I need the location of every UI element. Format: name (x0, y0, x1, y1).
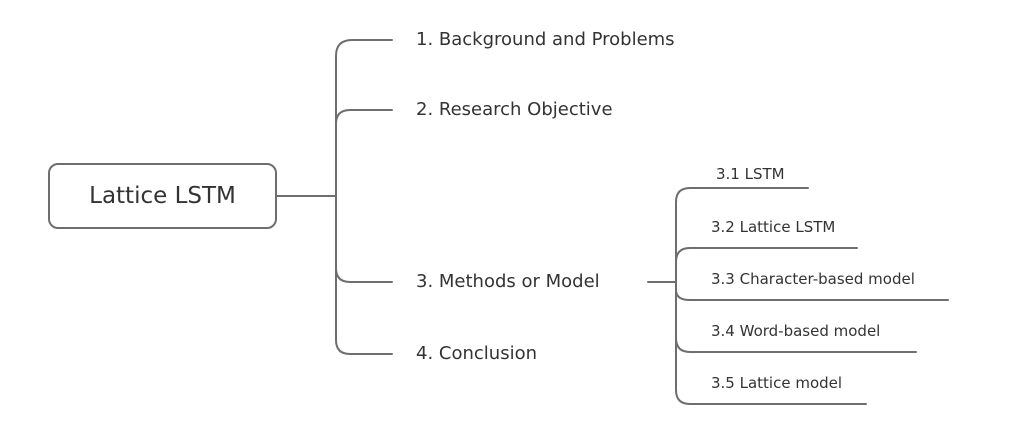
sub-4-connector (675, 281, 917, 353)
subtopic-character-based-model[interactable]: 3.3 Character-based model (711, 272, 915, 287)
topic-label: 3. Methods or Model (416, 271, 600, 292)
topic-label: 1. Background and Problems (416, 29, 675, 50)
sub-5-connector (675, 337, 867, 405)
topic-conclusion[interactable]: 4. Conclusion (416, 345, 537, 363)
subtopic-label: 3.4 Word-based model (711, 322, 881, 340)
root-node[interactable]: Lattice LSTM (48, 163, 277, 229)
topic-background-and-problems[interactable]: 1. Background and Problems (416, 31, 675, 49)
topic-label: 4. Conclusion (416, 343, 537, 364)
topic-methods-or-model[interactable]: 3. Methods or Model (416, 273, 600, 291)
subtopic-lattice-lstm[interactable]: 3.2 Lattice LSTM (711, 220, 835, 235)
subtopic-label: 3.2 Lattice LSTM (711, 218, 836, 236)
subtopic-lattice-model[interactable]: 3.5 Lattice model (711, 376, 842, 391)
topic-research-objective[interactable]: 2. Research Objective (416, 101, 613, 119)
subtopic-label: 3.3 Character-based model (711, 270, 915, 288)
branch-1-connector (335, 39, 393, 197)
subtopic-label: 3.1 LSTM (716, 165, 785, 183)
sub-2-connector (675, 247, 858, 263)
root-label: Lattice LSTM (89, 183, 236, 209)
branch-2-connector (335, 109, 393, 125)
subtopic-lstm[interactable]: 3.1 LSTM (716, 167, 785, 182)
branch-3-connector (335, 195, 393, 283)
branch-4-connector (335, 267, 393, 355)
topic-label: 2. Research Objective (416, 99, 613, 120)
sub-1-connector (675, 187, 809, 283)
subtopic-word-based-model[interactable]: 3.4 Word-based model (711, 324, 880, 339)
subtopic-label: 3.5 Lattice model (711, 374, 843, 392)
